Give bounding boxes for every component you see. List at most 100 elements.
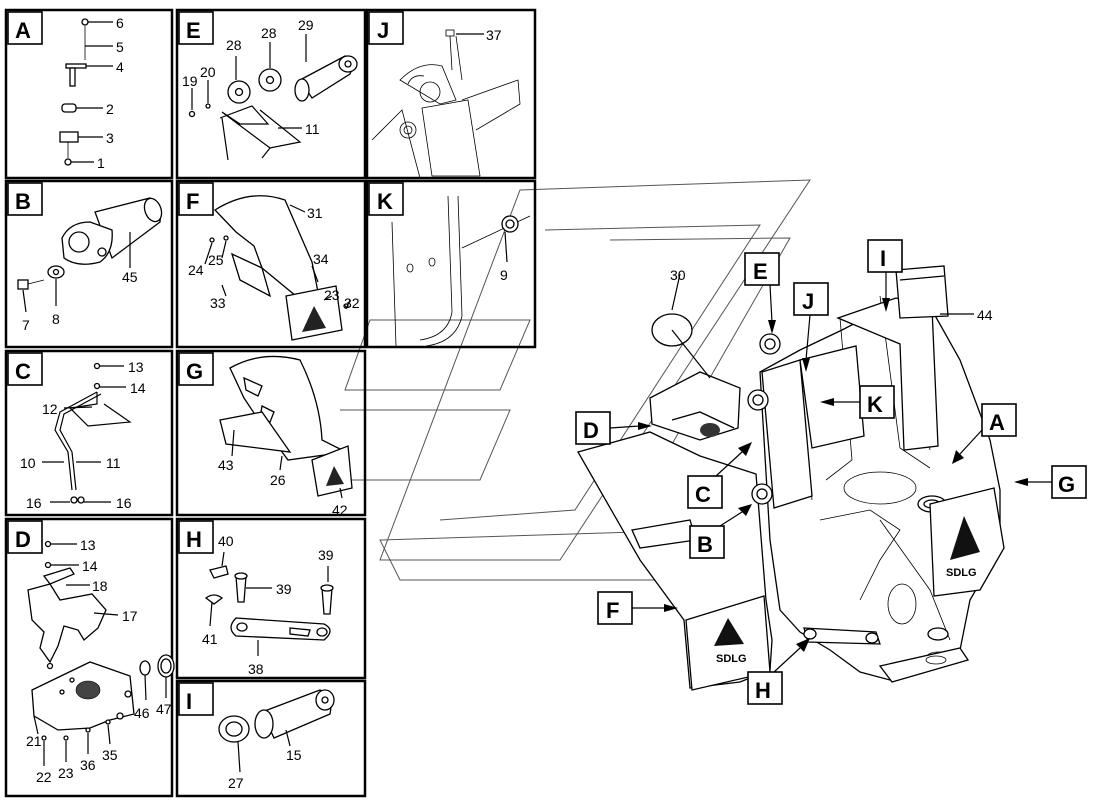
part-number: 16	[26, 495, 42, 511]
panel-a: A 6 5 4 2 3 1	[4, 8, 174, 180]
frame-detail-drawing	[371, 29, 521, 179]
part-number: 38	[248, 661, 264, 677]
callout-i: I	[880, 246, 886, 271]
panel-k-letter: K	[377, 189, 393, 214]
panel-f-letter: F	[186, 189, 199, 214]
panel-c-letter: C	[15, 359, 31, 384]
part-number: 19	[182, 73, 198, 89]
part-number: 33	[210, 295, 226, 311]
part-number: 26	[270, 472, 286, 488]
decal-text: SDLG	[716, 653, 747, 665]
panel-h: H 40 39 39 41 38	[175, 517, 367, 680]
panel-b-letter: B	[15, 189, 31, 214]
panel-d: D 13	[4, 517, 175, 798]
part-number: 9	[500, 267, 508, 283]
panel-g: G 43 26 42	[175, 349, 367, 518]
part-number: 13	[80, 537, 96, 553]
frame-plate-drawing	[391, 195, 531, 347]
callout-f: F	[606, 598, 619, 623]
part-number: 25	[208, 252, 224, 268]
decal-text: SDLG	[946, 567, 977, 579]
callout-e: E	[753, 259, 768, 284]
part-number: 43	[218, 457, 234, 473]
part-number: 45	[122, 269, 138, 285]
part-number: 40	[218, 533, 234, 549]
part-number: 7	[22, 317, 30, 333]
panel-j-letter: J	[377, 18, 389, 43]
callout-h: H	[755, 678, 771, 703]
part-number: 28	[261, 25, 277, 41]
panel-i: I 15 27	[175, 679, 367, 798]
part-number: 39	[318, 547, 334, 563]
panel-i-letter: I	[186, 689, 192, 714]
part-number: 11	[305, 121, 320, 137]
panel-a-letter: A	[15, 18, 31, 43]
callout-a: A	[989, 410, 1005, 435]
part-number: 23	[58, 765, 74, 781]
callout-d: D	[583, 418, 599, 443]
part-number: 12	[42, 401, 58, 417]
pin-washer-drawing	[188, 55, 358, 161]
pin-drawing	[17, 197, 163, 290]
pin-assembly-drawing	[59, 18, 89, 166]
part-number: 27	[228, 775, 244, 791]
callout-b: B	[697, 532, 713, 557]
part-number: 44	[977, 307, 993, 323]
callout-c: C	[695, 482, 711, 507]
panel-b: B 45 7 8	[4, 179, 174, 349]
panel-f: F 31 25 24 34 33 23 32	[175, 179, 367, 349]
bracket-drawing	[27, 540, 175, 741]
panel-k: K 9	[365, 179, 537, 349]
part-number: 20	[200, 64, 216, 80]
part-number: 39	[276, 581, 292, 597]
part-number: 14	[82, 558, 98, 574]
fender-drawing	[209, 195, 349, 341]
part-number: 29	[298, 17, 314, 33]
part-number: 41	[202, 631, 218, 647]
part-number: 15	[286, 747, 302, 763]
part-number: 4	[116, 59, 124, 75]
panel-d-letter: D	[15, 527, 31, 552]
part-number: 24	[188, 262, 204, 278]
main-frame-view: SDLG SDLG	[577, 265, 1005, 691]
part-number: 6	[116, 15, 124, 31]
part-number: 34	[313, 251, 329, 267]
part-number: 3	[106, 130, 114, 146]
main-view-callouts: 30 44 E J I K D A G C	[575, 239, 1087, 705]
panel-h-letter: H	[186, 527, 202, 552]
part-number: 28	[226, 37, 242, 53]
panel-e: E 29 28 28 20 19 11	[175, 8, 367, 180]
link-rod-drawing	[204, 565, 334, 641]
part-number: 18	[92, 578, 108, 594]
part-number: 37	[486, 27, 502, 43]
part-number: 47	[156, 701, 172, 717]
part-number: 31	[307, 205, 323, 221]
part-number: 10	[20, 455, 36, 471]
part-number: 46	[134, 705, 150, 721]
panel-e-letter: E	[186, 18, 201, 43]
part-number: 13	[128, 359, 144, 375]
part-number: 17	[122, 608, 138, 624]
callout-k: K	[867, 392, 883, 417]
part-number: 23	[324, 287, 340, 303]
fender-assembly-drawing	[219, 355, 353, 497]
part-number: 14	[130, 380, 146, 396]
part-number: 36	[80, 757, 96, 773]
part-number: 5	[116, 39, 124, 55]
part-number: 30	[670, 267, 686, 283]
part-number: 11	[106, 455, 121, 471]
callout-j: J	[802, 289, 814, 314]
panel-g-letter: G	[186, 359, 203, 384]
callout-g: G	[1058, 472, 1075, 497]
part-number: 1	[97, 155, 105, 171]
part-number: 35	[102, 747, 118, 763]
part-number: 16	[116, 495, 132, 511]
part-number: 8	[52, 311, 60, 327]
panel-c: C 13 14 12 10 11 16 16	[4, 349, 174, 517]
part-number: 2	[106, 101, 114, 117]
part-number: 21	[26, 733, 42, 749]
part-number: 42	[332, 502, 348, 518]
pin-washer-i-drawing	[218, 689, 335, 743]
part-number: 32	[344, 295, 360, 311]
